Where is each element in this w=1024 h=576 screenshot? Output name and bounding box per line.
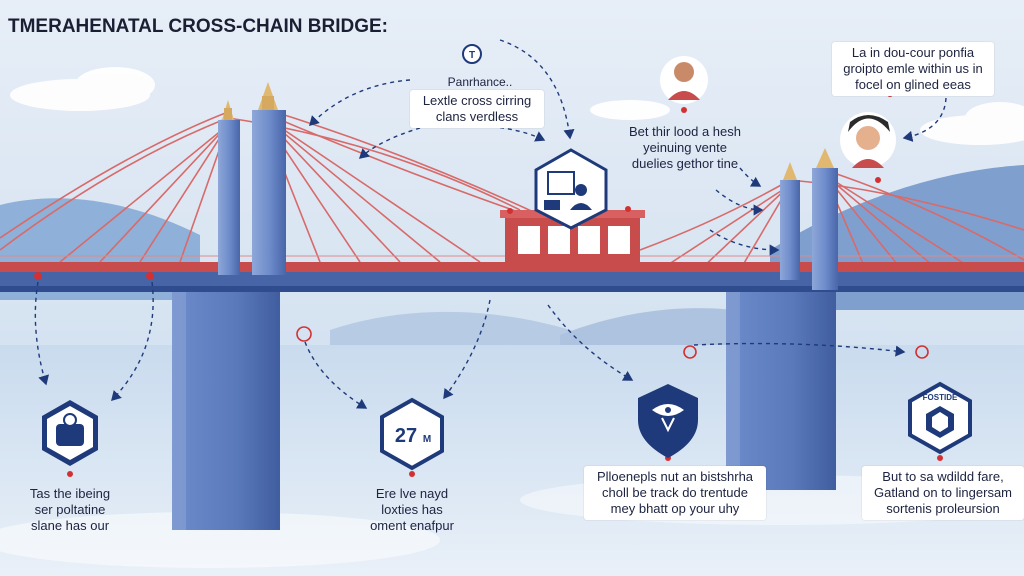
callout-top-mid-line2: clans verdless: [435, 109, 519, 124]
bottom-item-3-line1: Plloenepls nut an bistshrha: [596, 469, 754, 484]
chip-badge-label: FOSTIDE: [923, 393, 958, 402]
shield-eye-icon: [638, 384, 698, 458]
tower-right: [780, 148, 838, 290]
bottom-item-1-text: Tas the ibeing ser poltatine slane has o…: [10, 486, 130, 534]
hexagon-number-icon: 27 M: [380, 397, 444, 471]
top-node-icon: T: [462, 44, 482, 64]
avatar-woman: [840, 112, 896, 168]
hexagon-chip-icon: FOSTIDE: [908, 381, 972, 455]
page-title: TMERAHENATAL CROSS-CHAIN BRIDGE:: [8, 16, 388, 37]
tower-left: [218, 82, 286, 275]
hexagon-user-icon: [534, 148, 608, 230]
bottom-item-2-line1: Ere lve nayd: [375, 486, 449, 501]
bottom-item-3-text: Plloenepls nut an bistshrha choll be tra…: [584, 466, 766, 520]
callout-center: Bet thir lood a hesh yeinuing vente duel…: [610, 124, 760, 172]
callout-top-mid: Lextle cross cirring clans verdless: [410, 90, 544, 128]
callout-top-right: La in dou-cour ponfia groipto emle withi…: [832, 42, 994, 96]
pier-left: [172, 270, 280, 530]
bottom-item-3-line3: mey bhatt op your uhy: [610, 501, 740, 516]
avatar-man: [660, 56, 708, 104]
pin-icons: [296, 326, 929, 359]
bottom-item-3-line2: choll be track do trentude: [602, 485, 748, 500]
bottom-item-2-line2: loxties has: [381, 502, 443, 517]
callout-top-right-line3: focel on glined eeas: [855, 77, 971, 92]
bottom-item-1-line1: Tas the ibeing: [29, 486, 111, 501]
bottom-item-4-line2: Gatland on to lingersam: [873, 485, 1013, 500]
callout-center-line2: yeinuing vente: [643, 140, 727, 155]
callout-top-heading: Panrhance..: [447, 75, 513, 89]
callout-center-line1: Bet thir lood a hesh: [628, 124, 742, 139]
pier-right: [726, 290, 836, 490]
badge-number: 27: [395, 425, 417, 447]
bottom-item-4-text: But to sa wdildd fare, Gatland on to lin…: [862, 466, 1024, 520]
badge-suffix: M: [423, 434, 431, 445]
callout-center-line3: duelies gethor tine: [631, 156, 739, 171]
bottom-item-1-line2: ser poltatine: [34, 502, 106, 517]
callout-top-right-line1: La in dou-cour ponfia: [851, 45, 975, 60]
clouds: [10, 67, 1024, 145]
bottom-item-2-line3: oment enafpur: [370, 518, 454, 533]
callout-top-mid-line1: Lextle cross cirring: [422, 93, 532, 108]
bottom-item-4-line3: sortenis proleursion: [886, 501, 1000, 516]
svg-text:T: T: [469, 50, 475, 61]
bottom-item-4-line1: But to sa wdildd fare,: [882, 469, 1004, 484]
ledger-pot-icon: [42, 400, 98, 466]
bottom-item-1-line3: slane has our: [30, 518, 110, 533]
callout-top-right-line2: groipto emle within us in: [843, 61, 983, 76]
bottom-item-2-text: Ere lve nayd loxties has oment enafpur: [352, 486, 472, 534]
